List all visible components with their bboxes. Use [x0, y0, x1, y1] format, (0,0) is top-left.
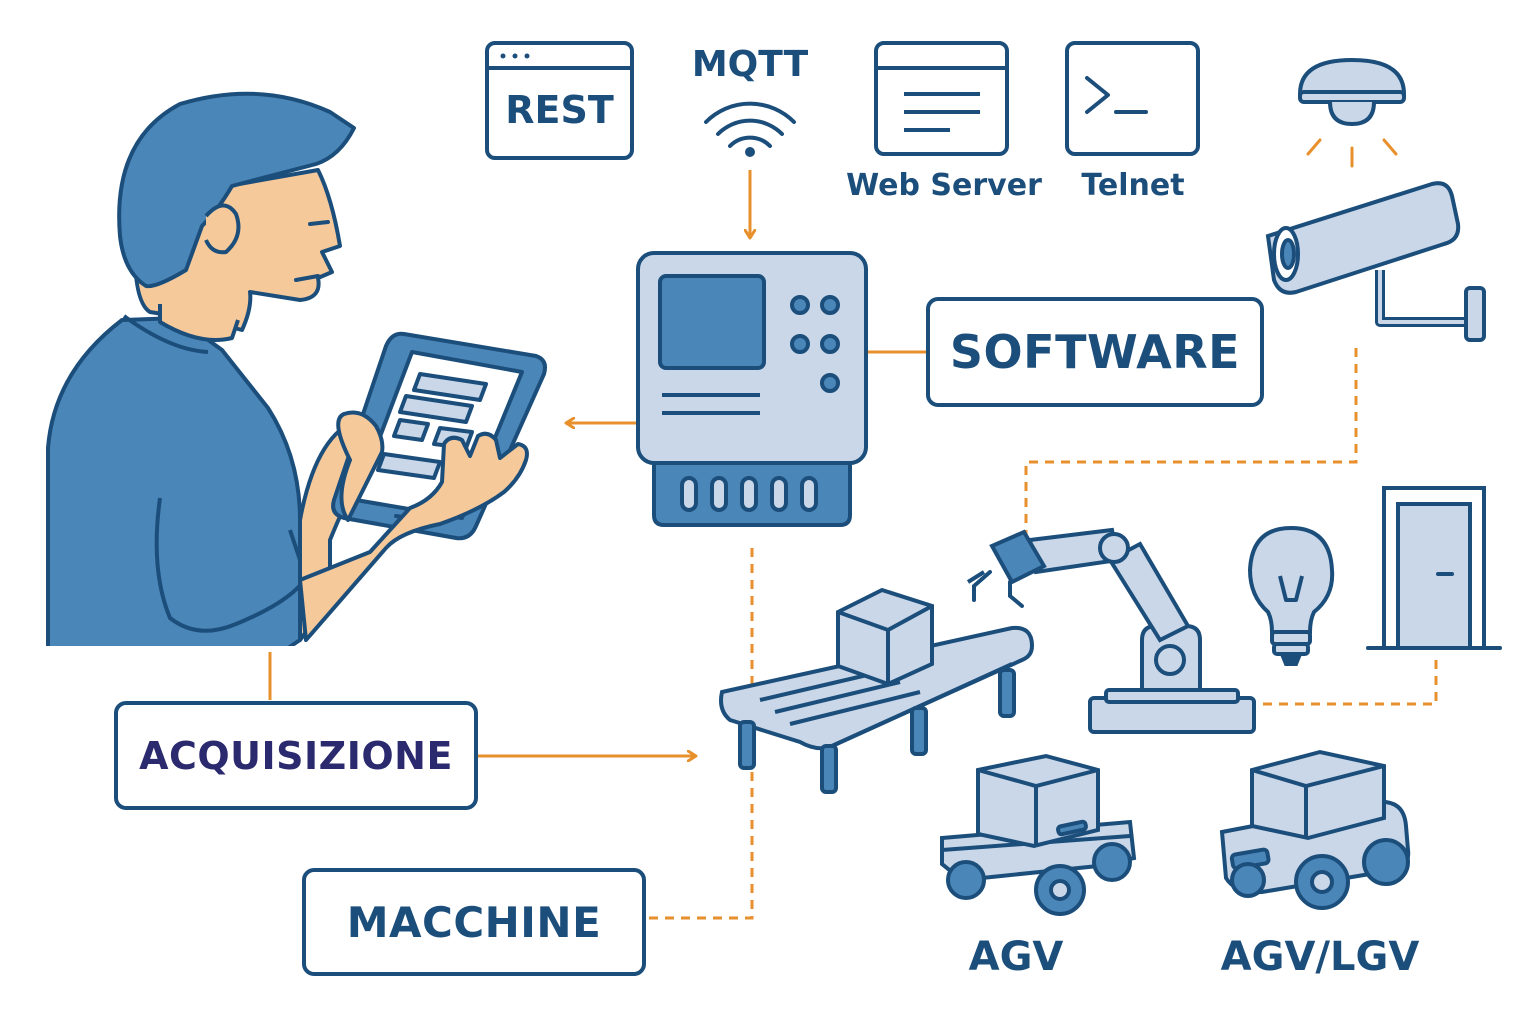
- agv-lgv-icon: [1219, 749, 1411, 910]
- software-label: SOFTWARE: [949, 325, 1241, 379]
- mqtt-label: MQTT: [691, 44, 809, 85]
- gateway-to-macchine-dashed: [646, 548, 754, 920]
- person-crop: [0, 646, 340, 652]
- door-icon: [1366, 486, 1502, 650]
- shirt: [46, 314, 308, 650]
- connectors: [268, 170, 1438, 920]
- gateway-device-icon: [636, 251, 868, 527]
- rest-window-icon: [485, 41, 634, 160]
- macchine-label: MACCHINE: [346, 897, 602, 947]
- wifi-icon: [704, 101, 796, 157]
- rest-label: REST: [505, 88, 614, 132]
- ceiling-light-icon: [1297, 57, 1407, 168]
- security-camera-icon: [1265, 57, 1486, 342]
- software-box: SOFTWARE: [926, 297, 1264, 407]
- dashed-connectors: [646, 348, 1438, 920]
- web-server-label: Web Server: [846, 168, 1042, 203]
- macchine-box: MACCHINE: [302, 868, 646, 976]
- agv-icon: [940, 753, 1137, 916]
- conveyor-belt-icon: [719, 587, 1035, 794]
- door-to-robot-dashed: [1260, 660, 1438, 706]
- acquisizione-box: ACQUISIZIONE: [114, 701, 478, 810]
- hands: [298, 410, 529, 642]
- agv-label: AGV: [968, 934, 1064, 980]
- telnet-label: Telnet: [1081, 168, 1185, 203]
- acquisizione-label: ACQUISIZIONE: [139, 733, 453, 778]
- agv-lgv-label: AGV/LGV: [1220, 934, 1420, 980]
- web-server-icon: [874, 41, 1009, 156]
- robot-arm-icon: [966, 527, 1256, 734]
- terminal-icon: [1065, 41, 1200, 156]
- head: [117, 91, 356, 342]
- light-bulb-icon: [1247, 525, 1335, 666]
- user-icon: [46, 91, 384, 650]
- camera-to-robot-dashed: [1024, 348, 1358, 548]
